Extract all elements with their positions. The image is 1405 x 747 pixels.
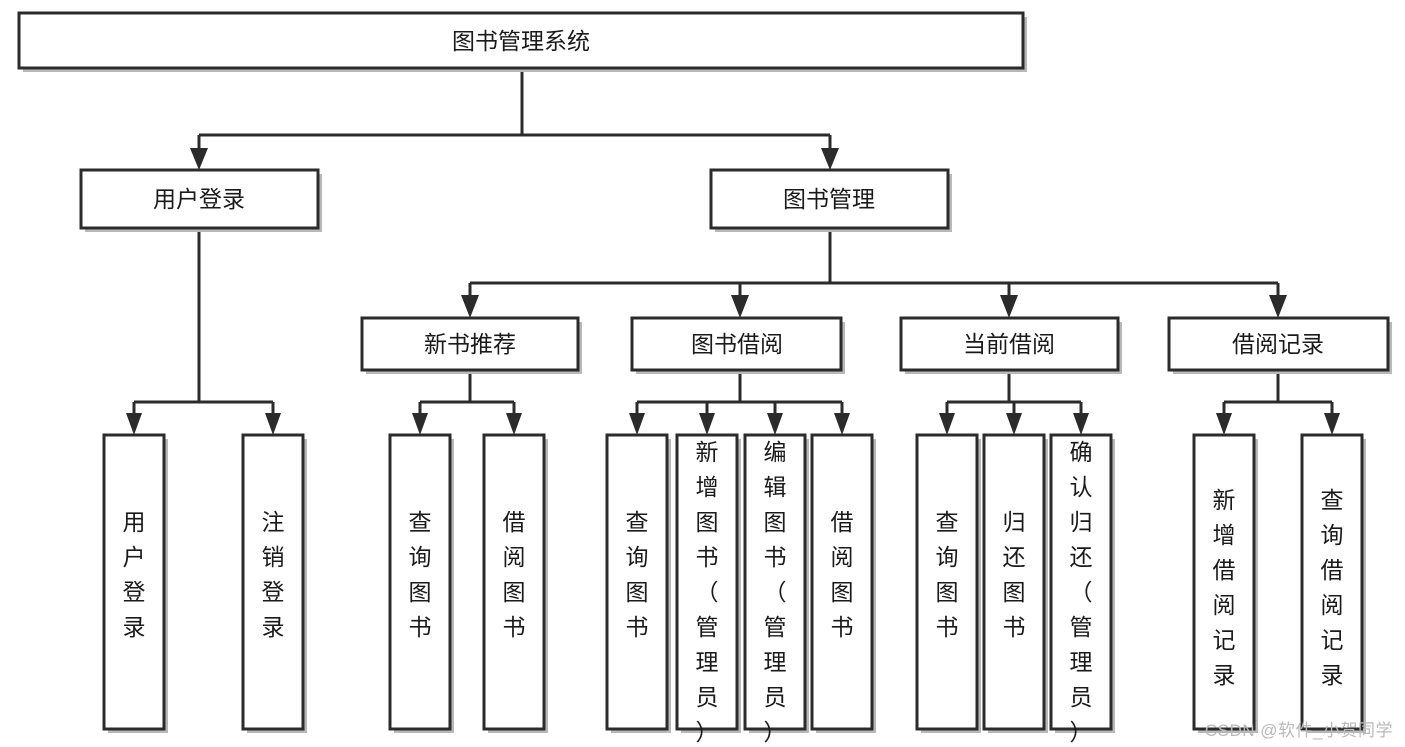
node-leaf-7-box[interactable] [743, 433, 807, 731]
node-newbook-label: 新书推荐 [424, 331, 516, 357]
node-login-box[interactable] [79, 168, 320, 230]
arrow-head-newbook [461, 295, 479, 318]
node-leaf-11-label: 确认归还（管理员） [1070, 439, 1093, 745]
node-leaf-3-box[interactable] [388, 433, 452, 731]
node-leaf-5-box[interactable] [605, 433, 669, 731]
node-leaf-13-label: 查询借阅记录 [1321, 487, 1344, 688]
node-leaf-5-label: 查询图书 [626, 509, 649, 640]
node-leaf-8-box[interactable] [810, 433, 874, 731]
node-leaf-8[interactable]: 借阅图书 [810, 433, 876, 733]
node-leaf-3-label: 查询图书 [409, 509, 432, 640]
node-leaf-3[interactable]: 查询图书 [388, 433, 454, 733]
node-leaf-8-label: 借阅图书 [831, 509, 854, 640]
node-leaf-1-label: 用户登录 [123, 509, 146, 640]
node-records[interactable]: 借阅记录 [1167, 316, 1392, 374]
node-leaf-13-box[interactable] [1300, 433, 1364, 731]
node-leaf-6-box[interactable] [675, 433, 739, 731]
node-borrow-box[interactable] [630, 316, 843, 372]
node-leaf-6[interactable]: 新增图书（管理员） [675, 433, 741, 745]
node-borrow-label: 图书借阅 [691, 331, 783, 357]
node-leaf-11-box[interactable] [1049, 433, 1113, 731]
node-login[interactable]: 用户登录 [79, 168, 322, 232]
connector-layer [126, 68, 1340, 435]
node-current[interactable]: 当前借阅 [899, 316, 1122, 374]
node-bookmgmt[interactable]: 图书管理 [709, 168, 952, 232]
arrow-head-current [1000, 295, 1018, 318]
arrow-head-leaf-7 [767, 413, 783, 435]
node-leaf-9[interactable]: 查询图书 [915, 433, 981, 733]
arrow-head-borrow [731, 295, 749, 318]
node-leaf-10-label: 归还图书 [1003, 509, 1026, 640]
arrow-head-leaf-11 [1073, 413, 1089, 435]
node-leaf-2-box[interactable] [241, 433, 305, 731]
arrow-head-bookmgmt [821, 148, 839, 170]
arrow-head-leaf-12 [1216, 413, 1232, 435]
node-newbook[interactable]: 新书推荐 [360, 316, 582, 374]
arrow-head-leaf-3 [412, 413, 428, 435]
node-leaf-2[interactable]: 注销登录 [241, 433, 307, 733]
node-records-label: 借阅记录 [1232, 331, 1324, 357]
arrow-head-leaf-13 [1324, 413, 1340, 435]
node-current-box[interactable] [899, 316, 1120, 372]
node-leaf-4-label: 借阅图书 [503, 509, 526, 640]
node-records-box[interactable] [1167, 316, 1390, 372]
node-leaf-2-label: 注销登录 [262, 509, 285, 640]
node-root-label: 图书管理系统 [452, 28, 590, 54]
arrow-head-login [190, 148, 208, 170]
arrow-head-leaf-8 [834, 413, 850, 435]
arrow-head-leaf-5 [629, 413, 645, 435]
arrow-head-leaf-1 [126, 413, 142, 435]
node-current-label: 当前借阅 [963, 331, 1055, 357]
node-leaf-10-box[interactable] [982, 433, 1046, 731]
node-leaf-4-box[interactable] [482, 433, 546, 731]
arrow-head-records [1269, 295, 1287, 318]
node-leaf-1[interactable]: 用户登录 [102, 433, 168, 733]
arrow-head-leaf-6 [699, 413, 715, 435]
node-root-box[interactable] [17, 11, 1025, 70]
arrow-head-leaf-10 [1006, 413, 1022, 435]
node-login-label: 用户登录 [153, 186, 245, 212]
node-root[interactable]: 图书管理系统 [17, 11, 1027, 72]
node-leaf-5[interactable]: 查询图书 [605, 433, 671, 733]
node-leaf-7-label: 编辑图书（管理员） [764, 439, 787, 745]
node-leaf-11[interactable]: 确认归还（管理员） [1049, 433, 1115, 745]
node-leaf-1-box[interactable] [102, 433, 166, 731]
node-leaf-12[interactable]: 新增借阅记录 [1192, 433, 1258, 733]
node-leaf-13[interactable]: 查询借阅记录 [1300, 433, 1366, 733]
arrow-head-leaf-2 [265, 413, 281, 435]
node-leaf-7[interactable]: 编辑图书（管理员） [743, 433, 809, 745]
node-bookmgmt-box[interactable] [709, 168, 950, 230]
node-bookmgmt-label: 图书管理 [783, 186, 875, 212]
arrow-head-leaf-9 [939, 413, 955, 435]
node-leaf-12-box[interactable] [1192, 433, 1256, 731]
node-leaf-9-label: 查询图书 [936, 509, 959, 640]
node-leaf-12-label: 新增借阅记录 [1213, 487, 1236, 688]
node-leaf-4[interactable]: 借阅图书 [482, 433, 548, 733]
node-newbook-box[interactable] [360, 316, 580, 372]
arrow-head-leaf-4 [506, 413, 522, 435]
node-borrow[interactable]: 图书借阅 [630, 316, 845, 374]
node-leaf-6-label: 新增图书（管理员） [696, 439, 719, 745]
node-leaf-9-box[interactable] [915, 433, 979, 731]
node-leaf-10[interactable]: 归还图书 [982, 433, 1048, 733]
